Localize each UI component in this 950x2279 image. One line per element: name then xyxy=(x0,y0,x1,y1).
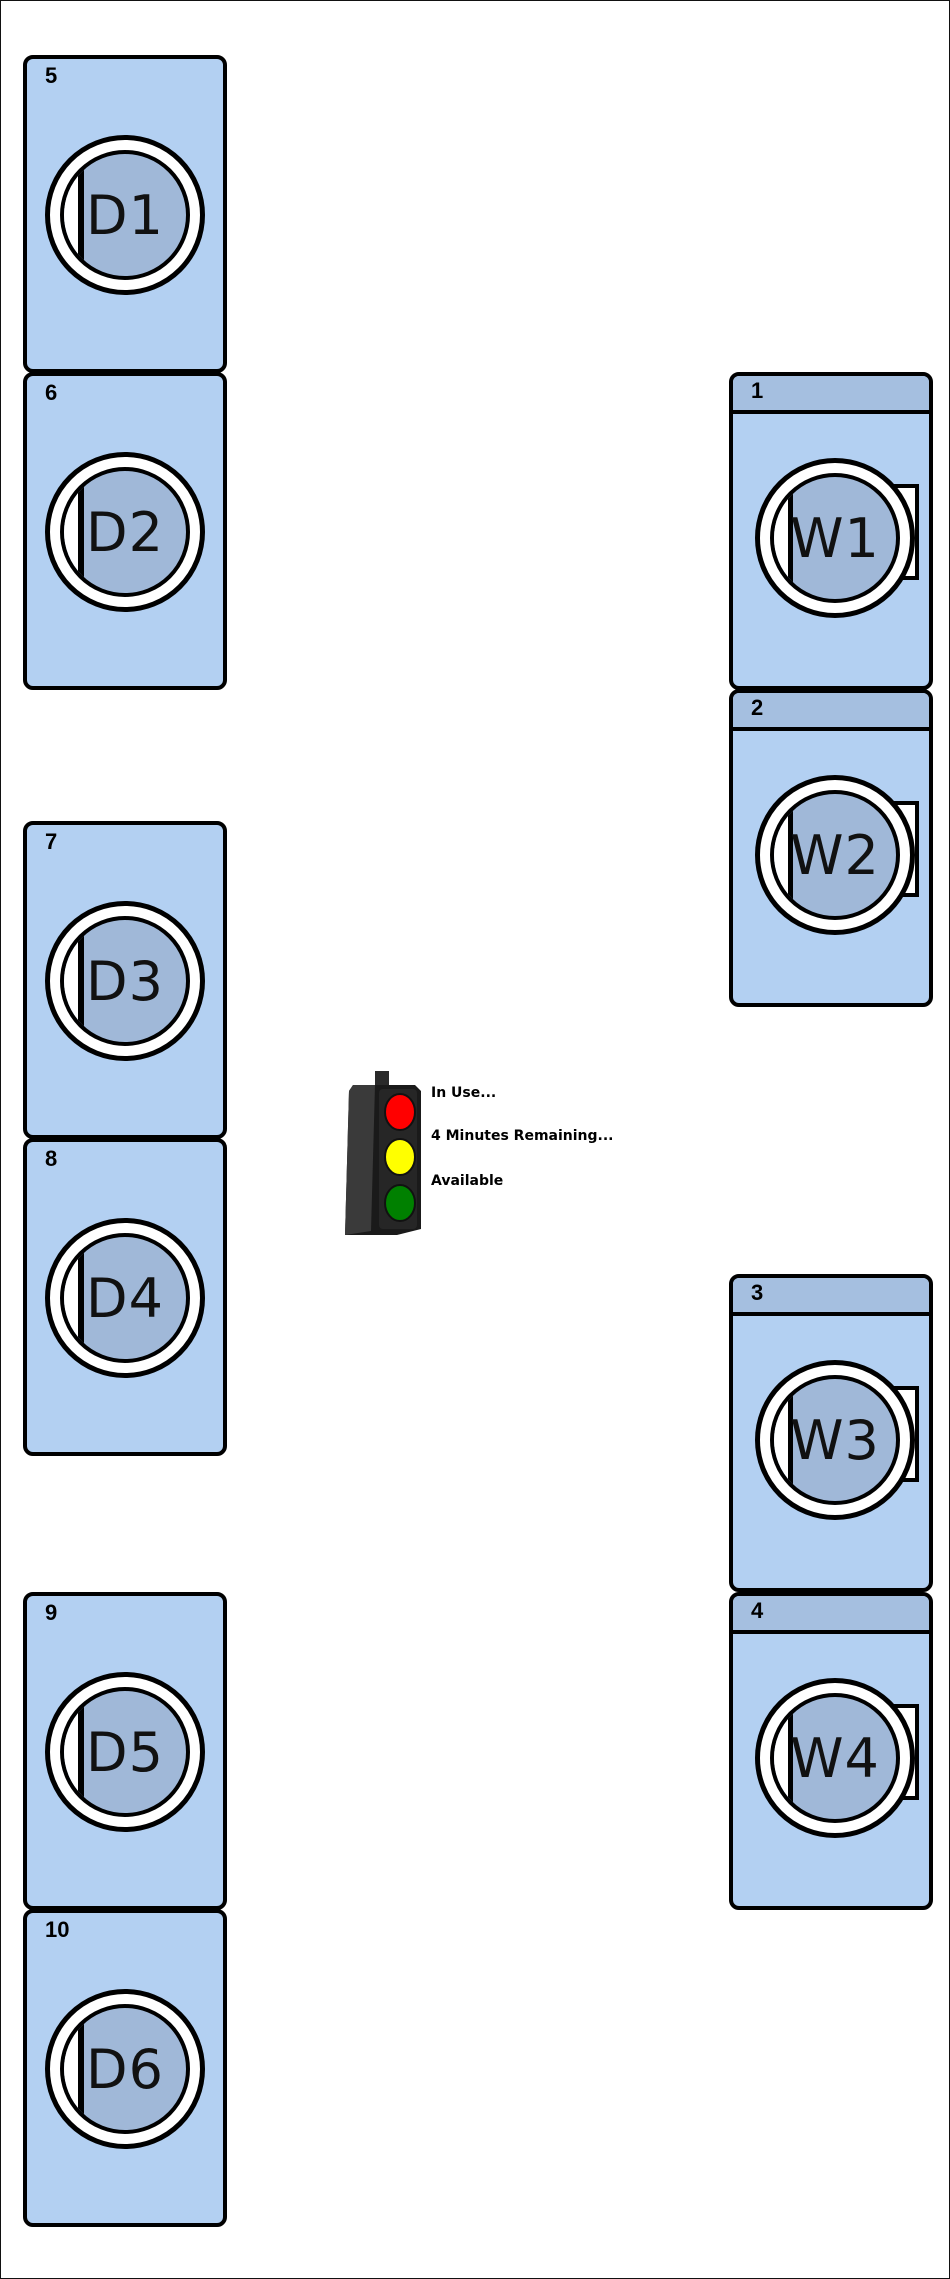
machine-label: D2 xyxy=(86,500,164,564)
machine-label: W4 xyxy=(790,1726,880,1790)
washer-drum-icon: W4 xyxy=(755,1678,915,1838)
washer-control-panel xyxy=(733,376,929,414)
machine-number: 6 xyxy=(45,380,58,405)
machine-number: 1 xyxy=(751,378,764,403)
machine-label: D6 xyxy=(86,2037,164,2101)
machine-label: D1 xyxy=(86,183,164,247)
dryer-d6[interactable]: 10 D6 xyxy=(23,1909,227,2227)
machine-label: W1 xyxy=(790,506,880,570)
traffic-light-icon xyxy=(345,1071,421,1235)
washer-control-panel xyxy=(733,1596,929,1634)
dryer-drum-icon: D2 xyxy=(45,452,205,612)
legend-minutes-remaining: 4 Minutes Remaining... xyxy=(431,1128,614,1144)
machine-label: D5 xyxy=(86,1720,164,1784)
machine-number: 8 xyxy=(45,1146,58,1171)
washer-w2[interactable]: 2 W2 xyxy=(729,689,933,1007)
yellow-light-icon xyxy=(384,1138,416,1176)
dryer-d5[interactable]: 9 D5 xyxy=(23,1592,227,1910)
dryer-d2[interactable]: 6 D2 xyxy=(23,372,227,690)
dryer-d1[interactable]: 5 D1 xyxy=(23,55,227,373)
dryer-d4[interactable]: 8 D4 xyxy=(23,1138,227,1456)
machine-number: 7 xyxy=(45,829,58,854)
washer-control-panel xyxy=(733,693,929,731)
machine-label: W3 xyxy=(790,1408,880,1472)
washer-drum-icon: W1 xyxy=(755,458,915,618)
dryer-d3[interactable]: 7 D3 xyxy=(23,821,227,1139)
machine-number: 10 xyxy=(45,1917,70,1942)
washer-w4[interactable]: 4 W4 xyxy=(729,1592,933,1910)
machine-number: 2 xyxy=(751,695,764,720)
green-light-icon xyxy=(384,1184,416,1222)
machine-number: 4 xyxy=(751,1598,764,1623)
washer-drum-icon: W2 xyxy=(755,775,915,935)
washer-w1[interactable]: 1 W1 xyxy=(729,372,933,690)
washer-control-panel xyxy=(733,1278,929,1316)
machine-label: D4 xyxy=(86,1266,164,1330)
dryer-drum-icon: D4 xyxy=(45,1218,205,1378)
legend-in-use: In Use... xyxy=(431,1085,497,1101)
machine-number: 9 xyxy=(45,1600,58,1625)
status-legend: In Use... 4 Minutes Remaining... Availab… xyxy=(343,1057,643,1235)
dryer-drum-icon: D1 xyxy=(45,135,205,295)
legend-available: Available xyxy=(431,1173,504,1189)
machine-label: D3 xyxy=(86,949,164,1013)
dryer-drum-icon: D3 xyxy=(45,901,205,1061)
dryer-drum-icon: D5 xyxy=(45,1672,205,1832)
machine-number: 3 xyxy=(751,1280,764,1305)
washer-drum-icon: W3 xyxy=(755,1360,915,1520)
washer-w3[interactable]: 3 W3 xyxy=(729,1274,933,1592)
machine-label: W2 xyxy=(790,823,880,887)
dryer-drum-icon: D6 xyxy=(45,1989,205,2149)
red-light-icon xyxy=(384,1093,416,1131)
machine-number: 5 xyxy=(45,63,58,88)
